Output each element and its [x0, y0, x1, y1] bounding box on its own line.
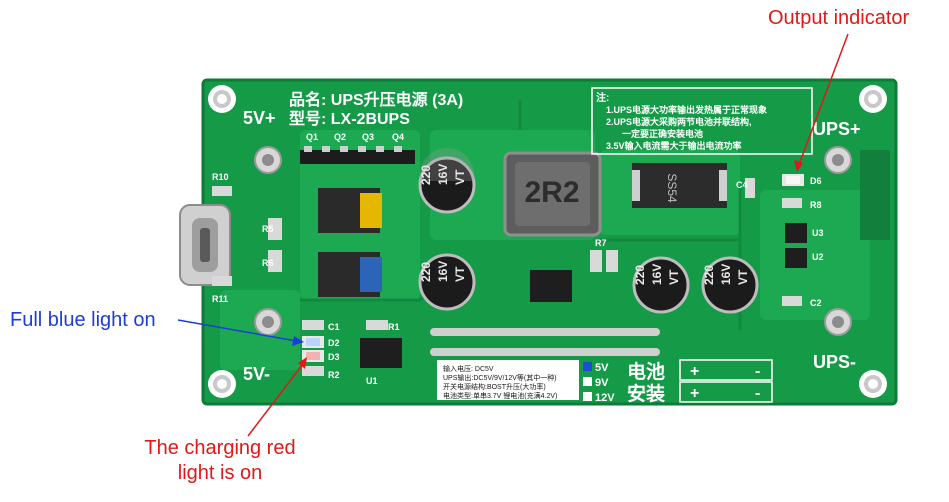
svg-text:电池: 电池: [627, 360, 665, 383]
schottky-diode: SS54: [632, 163, 727, 208]
svg-text:开关电源结构:BOST升压(大功率): 开关电源结构:BOST升压(大功率): [443, 382, 546, 391]
svg-text:U3: U3: [812, 228, 824, 238]
output-indicator-callout: Output indicator: [768, 7, 910, 29]
svg-text:电池类型:单串3.7V 锂电池(充满4.2V): 电池类型:单串3.7V 锂电池(充满4.2V): [443, 391, 557, 400]
svg-text:注:: 注:: [596, 91, 609, 104]
svg-text:输入电压: DC5V: 输入电压: DC5V: [443, 364, 494, 373]
svg-text:R7: R7: [595, 238, 607, 248]
svg-text:SS54: SS54: [665, 173, 679, 203]
svg-text:220: 220: [702, 265, 716, 285]
svg-text:VT: VT: [453, 266, 467, 282]
svg-text:D6: D6: [810, 176, 822, 186]
svg-text:2R2: 2R2: [524, 176, 579, 209]
svg-text:Q3: Q3: [362, 132, 374, 142]
red-light-callout-line1: The charging red: [144, 437, 296, 459]
charger-ic-u1: [360, 338, 402, 368]
electrolytic-capacitors: [418, 148, 759, 314]
svg-text:220: 220: [419, 262, 433, 282]
mosfet-row: [300, 146, 415, 164]
model-silk: 型号: LX-2BUPS: [289, 110, 410, 128]
label-ups-plus: UPS+: [813, 119, 861, 139]
svg-text:VT: VT: [453, 169, 467, 185]
svg-text:2.UPS电源大采购两节电池并联结构,: 2.UPS电源大采购两节电池并联结构,: [606, 116, 752, 127]
svg-text:C2: C2: [810, 298, 822, 308]
svg-text:1.UPS电源大功率输出发热属于正常现象: 1.UPS电源大功率输出发热属于正常现象: [606, 104, 767, 115]
mounting-holes: [208, 85, 887, 398]
designators: Q1 Q2 Q3 Q4 R10 R5 R6 R11 R1 R2 R8 R7 D2…: [212, 132, 824, 386]
battery-install-label: 电池 安装 + - + -: [627, 359, 773, 405]
svg-text:R5: R5: [262, 224, 274, 234]
svg-text:16V: 16V: [650, 264, 664, 285]
svg-text:安装: 安装: [627, 382, 665, 405]
svg-text:R11: R11: [212, 294, 228, 304]
ic-u3: [785, 223, 807, 243]
svg-text:-: -: [755, 363, 760, 380]
svg-text:C1: C1: [328, 322, 340, 332]
svg-text:VT: VT: [667, 269, 681, 285]
svg-text:16V: 16V: [436, 261, 450, 282]
label-5v-minus: 5V-: [243, 364, 270, 384]
svg-text:+: +: [690, 363, 699, 380]
led-d3-red: [302, 350, 324, 362]
test-pad-strip: [430, 328, 660, 356]
red-light-callout: The charging red light is on: [120, 436, 320, 486]
usb-c-connector: [179, 204, 231, 286]
voltage-options: 5V 9V 12V: [583, 362, 615, 404]
led-d2-blue: [302, 336, 324, 348]
svg-text:16V: 16V: [719, 264, 733, 285]
svg-text:220: 220: [633, 265, 647, 285]
led-d6-output: [782, 174, 804, 186]
svg-text:一定要正确安装电池: 一定要正确安装电池: [622, 128, 703, 139]
screw-pads: [254, 146, 852, 336]
svg-text:Q1: Q1: [306, 132, 318, 142]
svg-text:3.5V输入电流需大于输出电流功率: 3.5V输入电流需大于输出电流功率: [606, 140, 742, 151]
ic-u2: [785, 248, 807, 268]
svg-text:16V: 16V: [436, 164, 450, 185]
svg-text:9V: 9V: [595, 377, 609, 389]
output-header: [860, 150, 890, 240]
inductor: 2R2: [503, 151, 602, 237]
notes-box: 注: 1.UPS电源大功率输出发热属于正常现象 2.UPS电源大采购两节电池并联…: [591, 87, 813, 155]
smd-diodes-left: [318, 188, 382, 297]
svg-text:VT: VT: [736, 269, 750, 285]
svg-text:C4: C4: [736, 180, 748, 190]
boost-ic: [530, 270, 572, 302]
svg-text:UPS输出:DC5V/9V/12V等(其中一种): UPS输出:DC5V/9V/12V等(其中一种): [443, 373, 557, 382]
label-5v-plus: 5V+: [243, 108, 276, 128]
svg-text:D3: D3: [328, 352, 340, 362]
svg-text:-: -: [755, 385, 760, 402]
red-light-callout-line2: light is on: [177, 462, 263, 484]
svg-text:Q2: Q2: [334, 132, 346, 142]
svg-text:+: +: [690, 385, 699, 402]
svg-text:5V: 5V: [595, 362, 609, 374]
svg-text:220: 220: [419, 165, 433, 185]
cap-markings: 220 16V VT 220 16V VT 220 16V VT 220 16V…: [419, 164, 750, 285]
spec-box: 输入电压: DC5V UPS输出:DC5V/9V/12V等(其中一种) 开关电源…: [437, 360, 579, 400]
svg-text:Q4: Q4: [392, 132, 404, 142]
svg-text:R1: R1: [388, 322, 400, 332]
svg-text:12V: 12V: [595, 392, 615, 404]
svg-text:R8: R8: [810, 200, 822, 210]
blue-light-callout: Full blue light on: [10, 309, 156, 331]
svg-text:R6: R6: [262, 258, 274, 268]
svg-text:R10: R10: [212, 172, 229, 182]
svg-text:U1: U1: [366, 376, 378, 386]
svg-text:D2: D2: [328, 338, 340, 348]
svg-text:R2: R2: [328, 370, 340, 380]
annotation-arrows: [177, 33, 849, 437]
svg-text:U2: U2: [812, 252, 824, 262]
product-name-silk: 品名: UPS升压电源 (3A): [289, 90, 463, 109]
label-ups-minus: UPS-: [813, 352, 856, 372]
